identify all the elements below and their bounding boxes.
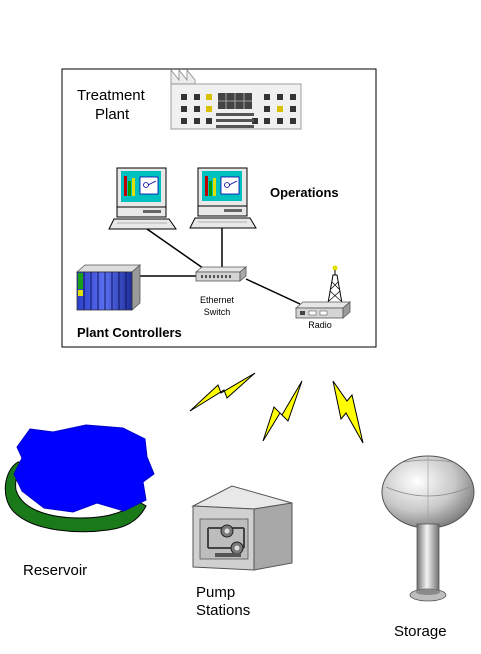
lightning-bolt-left [189,372,256,412]
ethernet-switch-label-line2: Switch [203,307,231,317]
radio-label: Radio [308,320,332,330]
ethernet-switch-label-line1: Ethernet [199,295,235,305]
pump-station-icon[interactable] [191,485,293,571]
plant-building-icon [170,68,302,130]
plant-controllers-rack[interactable] [75,264,142,311]
radio-icon[interactable] [294,265,352,319]
pump-stations-label-line2: Stations [196,602,251,619]
treatment-plant-title-line2: Plant [95,106,130,123]
radio-links [189,372,364,444]
link-switch-radio [245,278,301,305]
storage-label: Storage [394,623,447,640]
reservoir-icon[interactable] [4,424,155,533]
link-workstation1-switch [146,228,211,274]
storage-tank-icon[interactable] [381,455,475,602]
lightning-bolt-right [332,380,364,444]
operations-label: Operations [270,185,339,200]
reservoir-label: Reservoir [23,562,88,579]
pump-stations-label-line1: Pump [196,584,236,601]
lightning-bolt-center [262,380,303,442]
treatment-plant-title-line1: Treatment [77,87,145,104]
workstation-1[interactable] [108,167,177,230]
workstation-2[interactable] [189,167,257,229]
plant-controllers-label: Plant Controllers [77,325,182,340]
ethernet-switch[interactable] [194,266,248,282]
